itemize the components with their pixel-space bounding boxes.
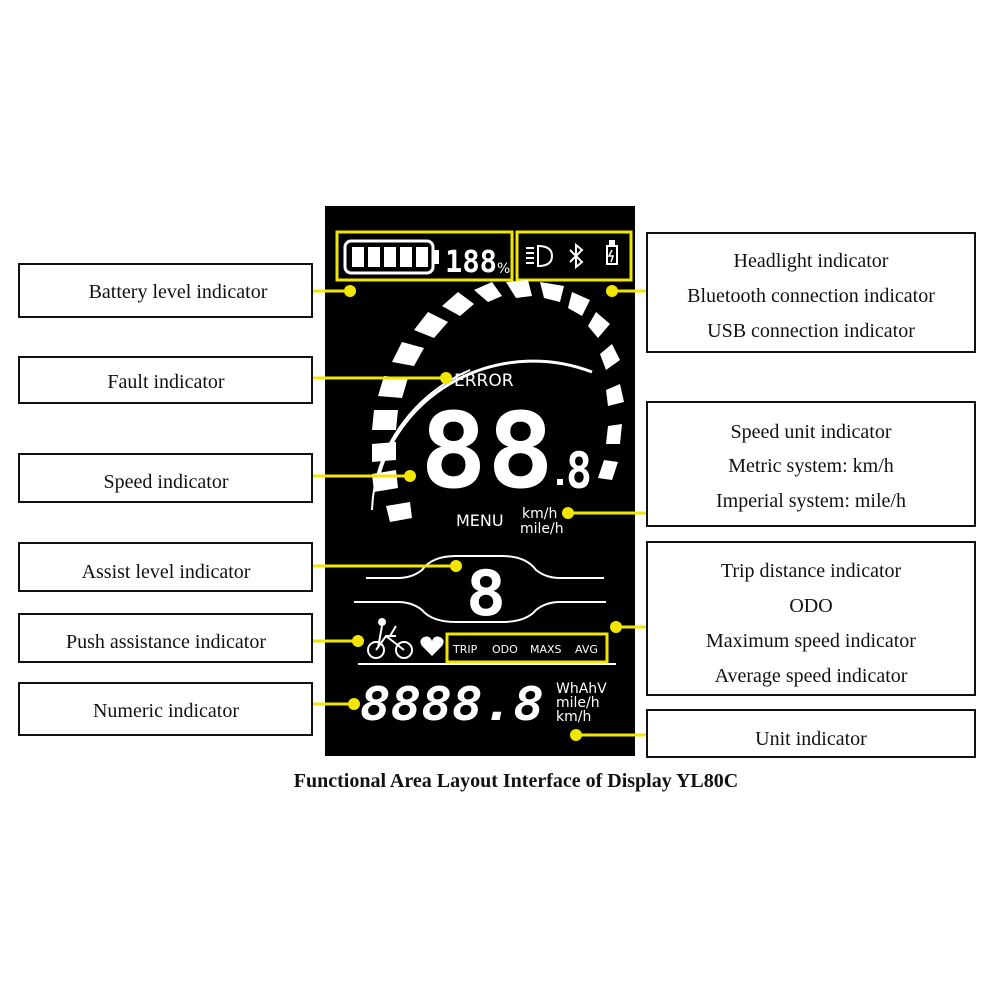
assist-level-value: 8 <box>466 557 506 630</box>
unit-mileh: mile/h <box>556 695 600 711</box>
cyclist-icon <box>367 618 413 659</box>
battery-area-highlight <box>335 230 514 282</box>
label-odo-text: ODO <box>789 595 832 617</box>
modes-highlight <box>445 632 609 664</box>
assist-band-upper <box>366 555 604 579</box>
mode-trip: TRIP <box>452 643 478 656</box>
label-headlight-text: Headlight indicator <box>734 250 889 272</box>
label-numeric: Numeric indicator <box>18 682 313 736</box>
headlight-icon <box>526 244 554 268</box>
label-bluetooth-text: Bluetooth connection indicator <box>687 285 935 307</box>
numeric-value: 8888.8 <box>360 677 544 731</box>
label-imperial-text: Imperial system: mile/h <box>716 490 906 512</box>
mode-odo: ODO <box>492 643 518 656</box>
usb-icon <box>606 240 618 265</box>
battery-percent-value: 188 <box>445 245 497 280</box>
label-fault: Fault indicator <box>18 356 313 404</box>
label-metric-text: Metric system: km/h <box>728 455 894 477</box>
speed-decimal-point <box>557 479 563 485</box>
label-battery: Battery level indicator <box>18 263 313 318</box>
assist-band-lower <box>354 601 606 623</box>
speed-value: 88 <box>420 390 554 512</box>
label-assist: Assist level indicator <box>18 542 313 592</box>
label-unit: Unit indicator <box>646 709 976 758</box>
label-speed: Speed indicator <box>18 453 313 503</box>
label-speed-unit: Speed unit indicator Metric system: km/h… <box>646 401 976 527</box>
label-assist-text: Assist level indicator <box>82 561 251 583</box>
menu-text: MENU <box>456 511 504 530</box>
label-push-text: Push assistance indicator <box>66 631 266 653</box>
label-unit-text: Unit indicator <box>755 728 867 750</box>
speed-decimal-value: 8 <box>566 442 592 500</box>
label-speed-text: Speed indicator <box>104 471 229 493</box>
label-maxspeed-text: Maximum speed indicator <box>706 630 916 652</box>
label-fault-text: Fault indicator <box>107 371 225 393</box>
heart-icon <box>420 636 444 656</box>
unit-whahv: WhAhV <box>556 681 607 697</box>
bluetooth-icon <box>569 242 584 270</box>
label-speed-unit-text: Speed unit indicator <box>730 421 891 443</box>
speed-unit-metric: km/h <box>522 506 557 522</box>
label-trip-text: Trip distance indicator <box>721 560 902 582</box>
label-status-icons: Headlight indicator Bluetooth connection… <box>646 232 976 353</box>
status-area-highlight <box>515 230 633 282</box>
diagram-caption: Functional Area Layout Interface of Disp… <box>294 770 738 792</box>
mode-avg: AVG <box>575 643 598 656</box>
label-trip: Trip distance indicator ODO Maximum spee… <box>646 541 976 696</box>
label-battery-text: Battery level indicator <box>89 281 268 303</box>
label-usb-text: USB connection indicator <box>707 320 915 342</box>
speed-unit-imperial: mile/h <box>520 521 564 537</box>
label-push: Push assistance indicator <box>18 613 313 663</box>
unit-kmh: km/h <box>556 709 591 725</box>
error-text: ERROR <box>454 371 514 391</box>
label-avgspeed-text: Average speed indicator <box>715 665 908 687</box>
battery-icon <box>343 239 439 275</box>
mode-maxs: MAXS <box>530 643 562 656</box>
leader-lines <box>312 285 646 741</box>
battery-percent-sign: % <box>497 261 510 277</box>
label-numeric-text: Numeric indicator <box>93 700 239 722</box>
